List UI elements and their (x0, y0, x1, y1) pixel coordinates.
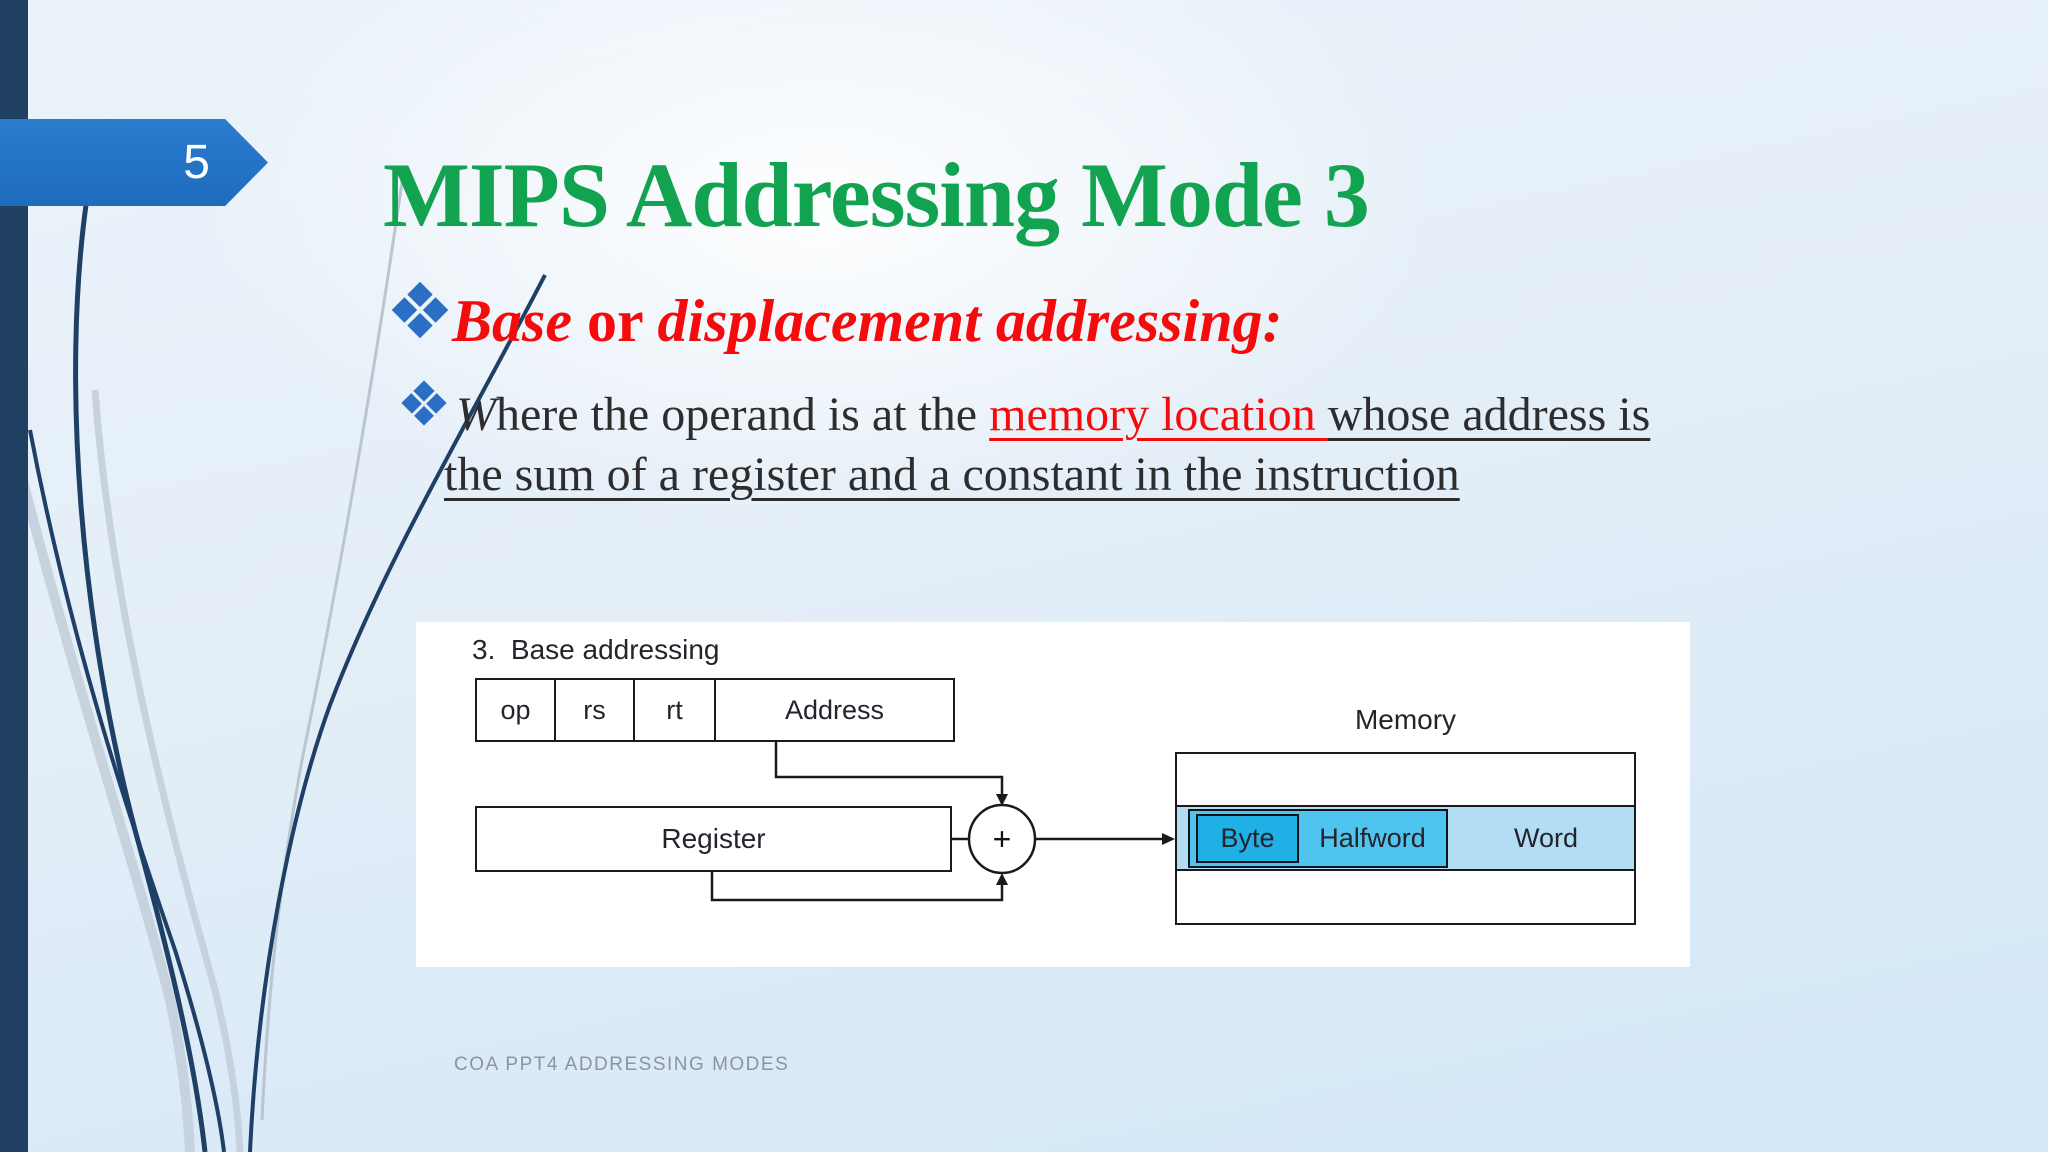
slide-title: MIPS Addressing Mode 3 (383, 143, 1370, 246)
bullet2-line1: Where the operand is at the memory locat… (444, 385, 1844, 445)
register-label: Register (661, 823, 766, 854)
base-addressing-figure: 3. Base addressing op rs rt Address Regi… (416, 622, 1690, 967)
word-label-text: Word (1513, 823, 1579, 853)
figure-connectors (710, 742, 1175, 902)
bullet2-line2: the sum of a register and a constant in … (444, 445, 1844, 505)
bullet1-rest: displacement addressing: (657, 288, 1283, 354)
page-number: 5 (183, 136, 210, 189)
bullet2-line2-text: the sum of a register and a constant in … (444, 448, 1460, 501)
memory-row-empty-bottom (1177, 871, 1634, 923)
adder-label: + (992, 820, 1012, 857)
halfword-box: Byte Halfword (1188, 809, 1448, 868)
bullet-base-displacement: Base or displacement addressing: (452, 288, 1283, 354)
bullet-where-operand: Where the operand is at the memory locat… (444, 385, 1844, 505)
figure-caption: 3. Base addressing (472, 634, 720, 665)
bullet2-seg2: whose address is (1327, 388, 1651, 441)
field-op: op (477, 680, 556, 740)
bullet1-or: or (572, 288, 658, 354)
field-rs: rs (556, 680, 635, 740)
adder-plus-icon: + (982, 819, 1022, 859)
field-rt: rt (635, 680, 716, 740)
bullet1-base: Base (452, 288, 572, 354)
bullet2-lead: W (456, 388, 496, 441)
byte-label: Byte (1220, 823, 1275, 853)
slide-footer: COA PPT4 ADDRESSING MODES (454, 1054, 790, 1075)
field-address: Address (784, 694, 885, 725)
byte-box: Byte (1196, 814, 1299, 863)
word-label: Word (1456, 809, 1636, 868)
instruction-format-table: op rs rt Address (475, 678, 955, 742)
bullet2-highlight: memory location (989, 388, 1328, 441)
page-number-arrow: 5 (0, 119, 268, 206)
memory-row-empty-top (1177, 754, 1634, 805)
register-box: Register (475, 806, 952, 872)
halfword-label: Halfword (1319, 823, 1426, 853)
bullet2-seg1: here the operand is at the (495, 388, 990, 441)
memory-label: Memory (1354, 704, 1457, 735)
